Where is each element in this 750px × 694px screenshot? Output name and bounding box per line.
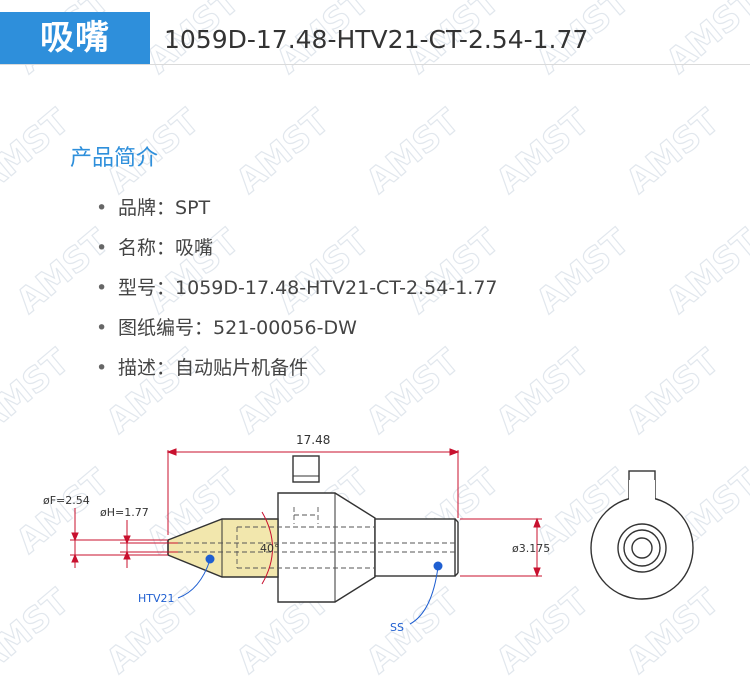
spec-label: 名称 [118,237,157,259]
callout-shank-dot [433,561,443,571]
dim-angle-label: 40° [260,542,280,555]
spec-label: 图纸编号 [118,317,195,339]
end-view-pin-fill [629,480,655,504]
spec-separator: ： [156,237,176,259]
callout-shank-leader [409,566,439,625]
bullet-icon: • [96,317,108,339]
spec-item-brand: • 品牌：SPT [96,192,498,232]
callout-tip-dot [205,554,215,564]
callout-tip-label: HTV21 [138,592,175,605]
spec-value: SPT [175,197,211,219]
callout-tip-leader [177,559,211,599]
spec-separator: ： [156,197,176,219]
spec-value: 自动贴片机备件 [175,357,309,379]
nozzle-body [277,492,376,603]
nozzle-side-view [167,455,459,603]
watermark-text: AMST [619,101,728,201]
header-divider [0,64,750,65]
bullet-icon: • [96,237,108,259]
header-title: 1059D-17.48-HTV21-CT-2.54-1.77 [164,25,589,54]
callouts [177,559,439,625]
spec-label: 描述 [118,357,157,379]
watermark-text: AMST [229,101,338,201]
dim-tip [70,508,178,568]
watermark-text: AMST [0,101,78,201]
dim-dia-label: ø3.175 [512,542,550,555]
spec-item-model: • 型号：1059D-17.48-HTV21-CT-2.54-1.77 [96,272,498,312]
spec-item-description: • 描述：自动贴片机备件 [96,352,498,392]
spec-separator: ： [156,357,176,379]
spec-value: 吸嘴 [175,237,214,259]
dim-arrow [123,550,131,560]
technical-drawing: 40° 17.48 øF=2.54 øH=1.77 ø3.175 H [43,433,694,634]
bullet-icon: • [96,277,108,299]
dim-length-label: 17.48 [296,433,330,447]
angle-arc [261,511,273,585]
header-badge: 吸嘴 [0,12,150,64]
page-header: 吸嘴 1059D-17.48-HTV21-CT-2.54-1.77 [0,12,750,64]
shank-chamfer-top [454,518,459,523]
bullet-icon: • [96,357,108,379]
spec-separator: ： [194,317,214,339]
dim-arrow [533,517,541,528]
spec-value: 521-00056-DW [213,317,357,339]
nozzle-end-view [590,470,694,600]
dim-arrow [533,567,541,578]
dim-length [166,448,460,535]
dim-arrow [71,553,79,563]
spec-label: 品牌 [118,197,157,219]
dim-diameter [460,517,542,578]
callout-shank-label: SS [390,621,404,634]
nozzle-shank [374,518,456,577]
spec-item-drawing-number: • 图纸编号：521-00056-DW [96,312,498,352]
end-view-bore [631,537,653,559]
spec-item-name: • 名称：吸嘴 [96,232,498,272]
dim-arrow [71,532,79,542]
dim-arrow [123,535,131,545]
hidden-pin-hole [293,507,319,524]
watermark-text: AMST [489,101,598,201]
section-title: 产品简介 [70,146,159,171]
watermark-text: AMST [359,101,468,201]
dim-arrow [166,448,177,456]
spec-label: 型号 [118,277,157,299]
dim-f-label: øF=2.54 [43,494,90,507]
spec-value: 1059D-17.48-HTV21-CT-2.54-1.77 [175,277,498,299]
dim-h-label: øH=1.77 [100,506,149,519]
watermark-text: AMST [659,221,750,321]
hidden-lines [178,507,455,569]
bullet-icon: • [96,197,108,219]
watermark-text: AMST [529,221,638,321]
shank-chamfer-bottom [454,572,459,577]
dim-arrow [449,448,460,456]
spec-list: •品牌：SPT •名称：吸嘴 •型号：1059D-17.48-HTV21-CT-… [96,192,498,392]
spec-separator: ： [156,277,176,299]
nozzle-pin [292,455,320,483]
